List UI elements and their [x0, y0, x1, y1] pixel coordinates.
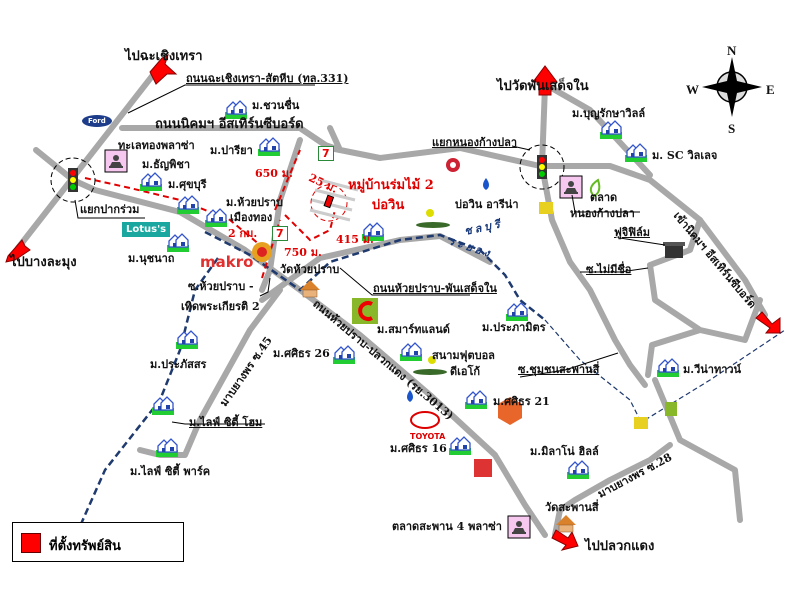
- direction-to-chachoengsao: ไปฉะเชิงเทรา: [125, 49, 203, 64]
- legend: ที่ตั้งทรัพย์สิน: [12, 522, 184, 562]
- direction-arrows: [5, 54, 781, 551]
- place-football-1: สนามฟุตบอล: [432, 349, 495, 362]
- place-huai-prab-1: ม.ห้วยปราบ: [226, 196, 284, 209]
- place-bowin-arena: บ่อวิน อารีน่า: [455, 198, 519, 211]
- distance-750m: 750 ม.: [284, 246, 322, 259]
- compass-east: E: [766, 82, 775, 97]
- seven-eleven-logo-2: 7: [272, 226, 288, 241]
- road-huai-prab-pluak-daeng: [70, 177, 548, 538]
- seven-eleven-logo: 7: [318, 146, 334, 161]
- place-market-1: ตลาด: [590, 191, 618, 204]
- place-milano-hill: ม.มิลาโน่ ฮิลล์: [530, 445, 599, 458]
- place-prapatsorn: ม.ประภัสสร: [150, 358, 207, 371]
- road-soi-45: [137, 287, 283, 458]
- market-icon-saphan-4: [507, 515, 531, 539]
- dohome-logo-icon: [498, 397, 522, 425]
- ford-logo: Ford: [82, 115, 112, 127]
- leader-lines: [74, 84, 666, 425]
- direction-to-banglamung: ไปบางละมุง: [10, 255, 77, 270]
- place-talay-thong: ทะเลทองพลาซ่า: [118, 139, 195, 152]
- big-c-logo-icon: [352, 298, 378, 324]
- village-streets: [309, 178, 359, 222]
- market-icon-nong-kang-pla: [559, 175, 583, 199]
- place-sc-village: ม. SC วิลเลจ: [652, 149, 718, 162]
- place-saphan-4-plaza: ตลาดสะพาน 4 พลาซ่า: [392, 520, 502, 533]
- place-sukhaburi: ม.ศุขบุรี: [168, 178, 207, 191]
- temple-icon-huai-prab: [299, 279, 321, 298]
- road-soi-28: [552, 442, 673, 538]
- fuel-station-icons: [407, 158, 648, 429]
- province-border: [63, 230, 546, 561]
- place-pariya: ม.ปารียา: [210, 144, 253, 157]
- distance-650m: 650 ม.: [255, 167, 293, 180]
- index-logo-icon: [474, 459, 492, 477]
- fujifilm-building-icon: [663, 242, 685, 258]
- junction-nong-kang-pla: แยกหนองก้างปลา: [432, 136, 518, 149]
- traffic-light-nong-kang-pla: [519, 144, 565, 190]
- makro-logo-icon: [252, 242, 272, 262]
- compass-south: S: [728, 121, 736, 136]
- place-football-2: ดีเอโก้: [450, 365, 481, 378]
- place-nutchanat: ม.นุชนาถ: [128, 252, 175, 265]
- place-sasithorn-26: ม.ศศิธร 26: [273, 347, 330, 360]
- road-331: [15, 63, 163, 251]
- place-smart-land: ม.สมาร์ทแลนด์: [377, 323, 450, 336]
- property-name-2: บ่อวิน: [372, 198, 405, 213]
- road-label-soi-no-name: ซ.ไม่มีชื่อ: [586, 263, 632, 276]
- road-label-soi-chumchon: ซ.ชุมชนสะพานสี่: [518, 363, 600, 376]
- direction-to-wat-phan-sadet: ไปวัดพันเสด็จใน: [497, 79, 589, 94]
- place-vena-town: ม.วีน่าทาวน์: [683, 363, 742, 376]
- place-huai-prab-2: เมืองทอง: [230, 211, 273, 224]
- traffic-light-pak-ruam: [50, 157, 96, 203]
- place-wat-saphan-si: วัดสะพานสี่: [545, 501, 599, 514]
- place-market-2: หนองก้างปลา: [570, 207, 635, 220]
- road-label-nikhom: ถนนนิคมฯ อีสเทิร์นซีบอร์ด: [155, 117, 304, 132]
- compass-north: N: [727, 43, 737, 58]
- place-sasithorn-16: ม.ศศิธร 16: [390, 442, 447, 455]
- road-label-soi-huai-prab-2: เทิดพระเกียรติ 2: [181, 300, 260, 313]
- compass-icon: [702, 57, 762, 117]
- road-label-soi-huai-prab-1: ซ.ห้วยปราบ -: [188, 280, 254, 293]
- property-location-swatch-icon: [21, 533, 41, 553]
- road-7-eleven: [297, 125, 343, 153]
- makro-logo: makro: [200, 253, 254, 271]
- distance-2km: 2 กม.: [228, 227, 258, 240]
- place-life-city-park: ม.ไลฟ์ ซิตี้ พาร์ค: [130, 465, 211, 478]
- toyota-logo-icon: [410, 411, 440, 429]
- big-c-small-icon: [665, 402, 677, 416]
- direction-to-pluak-daeng: ไปปลวกแดง: [585, 539, 655, 554]
- toyota-logo: TOYOTA: [410, 432, 446, 441]
- football-field-icons: [413, 209, 450, 375]
- road-pak-ruam-west: [33, 147, 76, 183]
- place-boonraksa: ม.บุญรักษาวิลล์: [572, 107, 646, 120]
- junction-pak-ruam: แยกปากร่วม: [80, 203, 140, 216]
- place-chuan-chuen: ม.ชวนชื่น: [252, 99, 300, 112]
- place-life-city-home: ม.ไลฟ์ ซิตี้ โฮม: [189, 416, 263, 429]
- place-wat-huai-prab: วัดห้วยปราบ: [280, 263, 340, 276]
- road-label-phan-sadet: ถนนห้วยปราบ-พันเสด็จใน: [373, 282, 497, 295]
- property-radius: [310, 184, 348, 222]
- lotus-logo: Lotus's: [122, 222, 171, 237]
- road-label-331: ถนนฉะเชิงเทรา-สัตหีบ (ทล.331): [186, 72, 349, 85]
- property-marker: [323, 194, 335, 209]
- place-fujifilm: ฟูจิฟิล์ม: [614, 226, 651, 239]
- property-name-1: หมู่บ้านร่มไม้ 2: [348, 178, 434, 193]
- legend-label: ที่ตั้งทรัพย์สิน: [49, 539, 121, 554]
- compass-west: W: [686, 82, 699, 97]
- place-praphamit: ม.ประภามิตร: [482, 321, 546, 334]
- place-thanpicha: ม.ธัญพิชา: [142, 158, 191, 171]
- market-icon-talay-thong: [104, 149, 128, 173]
- distance-415m: 415 ม.: [336, 233, 374, 246]
- place-sasithorn-21: ม.ศศิธร 21: [493, 395, 550, 408]
